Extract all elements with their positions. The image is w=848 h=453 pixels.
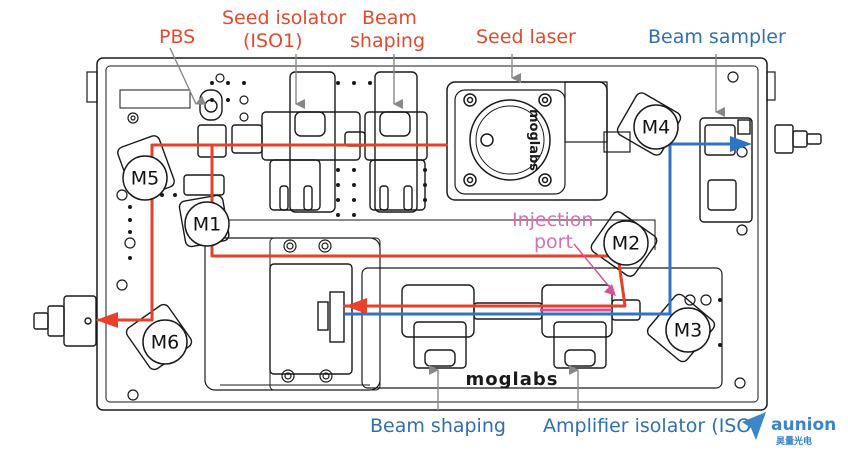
mirror-m1: M1 [184, 201, 230, 247]
mirror-m3: M3 [665, 307, 711, 353]
amplifier-module [269, 263, 641, 375]
injection-port-pointer [573, 243, 613, 291]
mounting-holes [116, 71, 748, 401]
seed-laser-brand-engraving: moglabs [526, 109, 541, 171]
pbs-label: PBS [159, 26, 195, 48]
injection-label-line1: Injection [512, 209, 593, 231]
seed-isolator-mount [231, 71, 366, 213]
pbs-mount [183, 89, 227, 196]
annotation-labels: PBS Seed isolator (ISO1) Beam shaping Se… [159, 7, 786, 437]
seed-arrowhead-output-left [96, 312, 118, 328]
beam-sampler-label: Beam sampler [648, 26, 786, 48]
mirror-m4: M4 [633, 104, 679, 150]
seed-arrowhead-left-bottom [345, 298, 367, 314]
aunion-logo-text: aunion [771, 415, 836, 435]
seed-laser-housing [446, 81, 631, 201]
beam-shaping-top-label-line2: shaping [350, 30, 425, 52]
mirror-m4-label: M4 [642, 117, 670, 139]
aunion-logo-icon [742, 412, 766, 440]
seed-isolator-label-line2: (ISO1) [243, 30, 303, 52]
seed-beam-path [96, 143, 627, 322]
injection-label-line2: port [534, 231, 573, 253]
input-fiber-connector [33, 295, 97, 347]
aunion-watermark: aunion 昊量光电 [742, 412, 836, 447]
mirror-m2: M2 [603, 220, 649, 266]
beam-shaping-top-mount [364, 71, 428, 213]
amplified-arrowhead-right [730, 136, 752, 152]
hole-grid [128, 81, 722, 347]
mirror-m2-label: M2 [612, 233, 640, 255]
mirror-m5-label: M5 [131, 168, 159, 190]
mirror-m6: M6 [142, 319, 188, 365]
callout-pointers [169, 47, 725, 410]
mirror-m5: M5 [122, 155, 168, 201]
beam-shaping-top-label-line1: Beam [362, 7, 417, 29]
mirror-labels: M5 M1 M2 M4 M3 M6 [122, 104, 711, 365]
amplifier-isolator-label: Amplifier isolator (ISO [543, 415, 751, 437]
aunion-logo-subtext: 昊量光电 [776, 435, 812, 447]
mirror-m1-label: M1 [193, 214, 221, 236]
pbs-pointer [169, 47, 207, 105]
seed-isolator-label-line1: Seed isolator [222, 7, 346, 29]
output-fiber-connector [774, 124, 822, 154]
plate-brand-engraving: moglabs [466, 369, 559, 390]
injection-port-arrowhead [604, 284, 616, 296]
mirror-m6-label: M6 [151, 332, 179, 354]
seed-laser-label: Seed laser [476, 26, 576, 48]
amplified-beam-path [345, 142, 742, 316]
mirror-m3-label: M3 [674, 320, 702, 342]
beam-shaping-bottom-label: Beam shaping [370, 415, 506, 437]
beam-sampler-mount [699, 117, 753, 223]
